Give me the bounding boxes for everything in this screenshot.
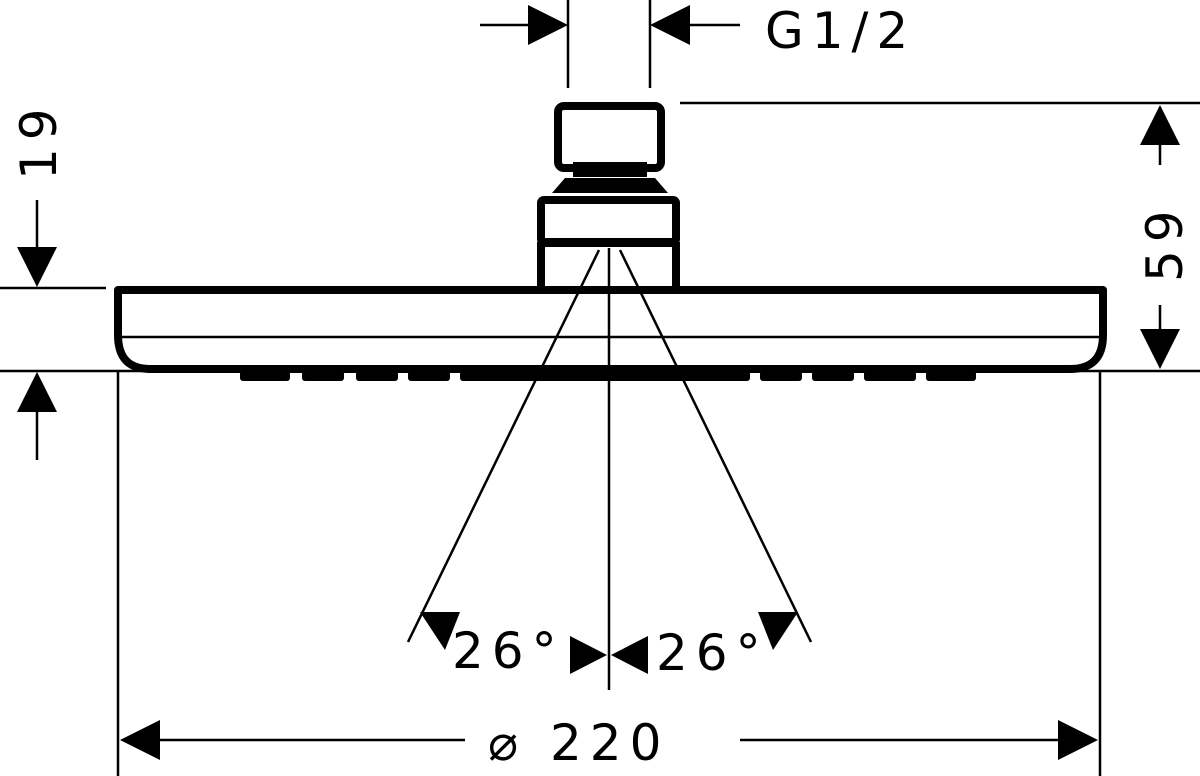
arrow-right-icon	[1058, 720, 1098, 760]
height-label: 59	[1136, 202, 1194, 282]
arrow-left-icon	[650, 5, 690, 45]
arrow-right-icon	[528, 5, 568, 45]
diameter-label: ⌀ 220	[488, 714, 669, 772]
angle-right-label: 26°	[656, 624, 769, 682]
height-dimension: 59	[1136, 105, 1194, 369]
plate-thickness-dimension: 19	[10, 100, 68, 460]
nozzles	[240, 371, 976, 381]
spray-line-right	[618, 249, 813, 643]
connector	[537, 102, 680, 287]
shower-plate	[114, 286, 1107, 381]
arrow-down-icon	[17, 247, 57, 287]
arrow-up-icon	[17, 372, 57, 412]
thread-label: G1/2	[765, 2, 916, 60]
thread-dimension: G1/2	[480, 0, 916, 88]
thickness-label: 19	[10, 100, 68, 180]
arrow-left-icon	[120, 720, 160, 760]
angle-left-label: 26°	[452, 622, 565, 680]
arrow-up-icon	[1140, 105, 1180, 145]
spray-line-left	[406, 249, 601, 643]
diameter-dimension: ⌀ 220	[120, 714, 1098, 772]
arrow-down-icon	[1140, 329, 1180, 369]
spray-angle-dimension: 26° 26°	[420, 612, 798, 682]
